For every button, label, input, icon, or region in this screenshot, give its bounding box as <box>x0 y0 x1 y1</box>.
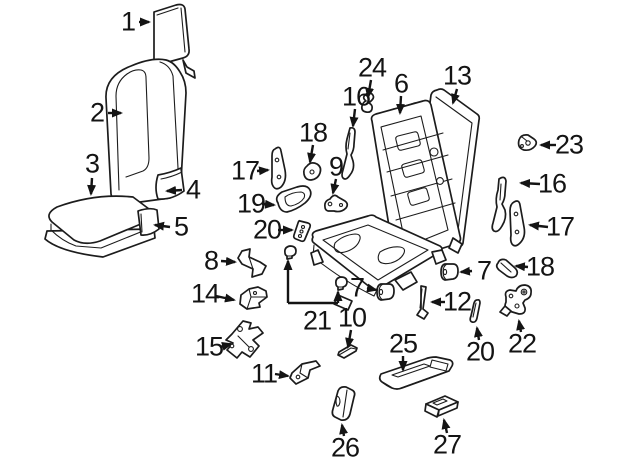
callout-20-left: 20 <box>252 214 282 245</box>
leader-14 <box>215 293 236 303</box>
callout-12: 12 <box>442 286 472 317</box>
seat-base-frame-part <box>310 214 447 311</box>
callout-22: 22 <box>507 328 537 359</box>
leader-8 <box>220 256 237 266</box>
callout-3: 3 <box>84 148 100 179</box>
leader-13 <box>451 88 460 105</box>
leader-24 <box>365 79 374 99</box>
leader-7c <box>366 283 378 293</box>
callout-19: 19 <box>236 188 266 219</box>
side-shield-right-part <box>491 176 507 233</box>
callout-14: 14 <box>190 278 220 309</box>
leader-9 <box>330 178 340 195</box>
track-cover-part <box>331 385 356 421</box>
callout-5: 5 <box>173 211 189 242</box>
callout-18-right: 18 <box>525 251 555 282</box>
callout-16-right: 16 <box>537 168 567 199</box>
leader-4 <box>165 185 183 195</box>
clip-left-part <box>302 162 322 181</box>
hook-bracket-part <box>237 248 267 278</box>
leader-11 <box>274 370 290 380</box>
side-shield-left-part <box>341 126 356 180</box>
leader-15 <box>219 342 233 351</box>
hinge-assembly-part <box>499 284 532 317</box>
leader-17l <box>256 166 270 176</box>
callout-21: 21 <box>302 305 332 336</box>
callout-2: 2 <box>89 97 105 128</box>
spacer-right-part <box>469 298 481 324</box>
leader-7r <box>459 266 473 276</box>
callout-10: 10 <box>337 302 367 333</box>
latch-arm-part <box>324 194 349 213</box>
anchor-plate-part <box>289 360 321 385</box>
callout-24: 24 <box>357 52 387 83</box>
side-trim-left-part <box>270 146 287 190</box>
mount-bracket-part <box>239 286 268 310</box>
callout-15: 15 <box>194 331 224 362</box>
release-handle-part <box>275 185 312 213</box>
callout-27: 27 <box>432 429 462 460</box>
leader-5 <box>153 221 171 231</box>
callout-9: 9 <box>328 151 344 182</box>
leader-10 <box>345 329 354 349</box>
pivot-cap-right-part <box>335 276 348 291</box>
shim-plate-part <box>337 344 358 359</box>
callout-4: 4 <box>185 174 201 205</box>
callout-23: 23 <box>554 129 584 160</box>
leader-18l <box>307 144 316 164</box>
hinge-bracket-part <box>225 320 264 359</box>
leader-17r <box>528 221 549 231</box>
callout-26: 26 <box>330 432 360 463</box>
leader-26 <box>339 423 349 437</box>
spacer-left-part <box>292 219 312 243</box>
leader-16r <box>519 178 541 188</box>
leader-16l <box>349 108 359 128</box>
callout-7-center: 7 <box>349 272 365 303</box>
callout-16-left: 16 <box>341 81 371 112</box>
callout-18-left: 18 <box>298 117 328 148</box>
support-strip-part <box>416 285 429 320</box>
seat-cushion-pad-part <box>44 195 160 258</box>
leader-lines <box>87 17 556 437</box>
callout-6: 6 <box>393 68 409 99</box>
callout-7-right: 7 <box>476 255 492 286</box>
callout-8: 8 <box>203 245 219 276</box>
callout-25: 25 <box>388 328 418 359</box>
bushing-right-part <box>440 263 459 281</box>
callout-13: 13 <box>442 60 472 91</box>
callout-17-right: 17 <box>545 211 575 242</box>
bushing-center-part <box>376 283 395 301</box>
pivot-cap-left-part <box>284 245 297 260</box>
leader-22 <box>516 319 526 333</box>
leader-27 <box>441 418 451 434</box>
callout-1: 1 <box>120 6 136 37</box>
leader-6 <box>396 95 406 115</box>
callout-20-right: 20 <box>465 336 495 367</box>
seat-track-part <box>378 356 454 390</box>
clip-right-part <box>495 258 519 279</box>
leader-19 <box>261 199 276 209</box>
callout-11: 11 <box>250 358 278 389</box>
leader-20r <box>474 326 483 341</box>
side-trim-right-part <box>509 200 526 247</box>
clamp-clip-part <box>517 134 538 152</box>
leader-3 <box>87 177 97 196</box>
callout-17-left: 17 <box>230 155 260 186</box>
track-bracket-part <box>424 395 459 418</box>
leader-18r <box>514 262 529 272</box>
